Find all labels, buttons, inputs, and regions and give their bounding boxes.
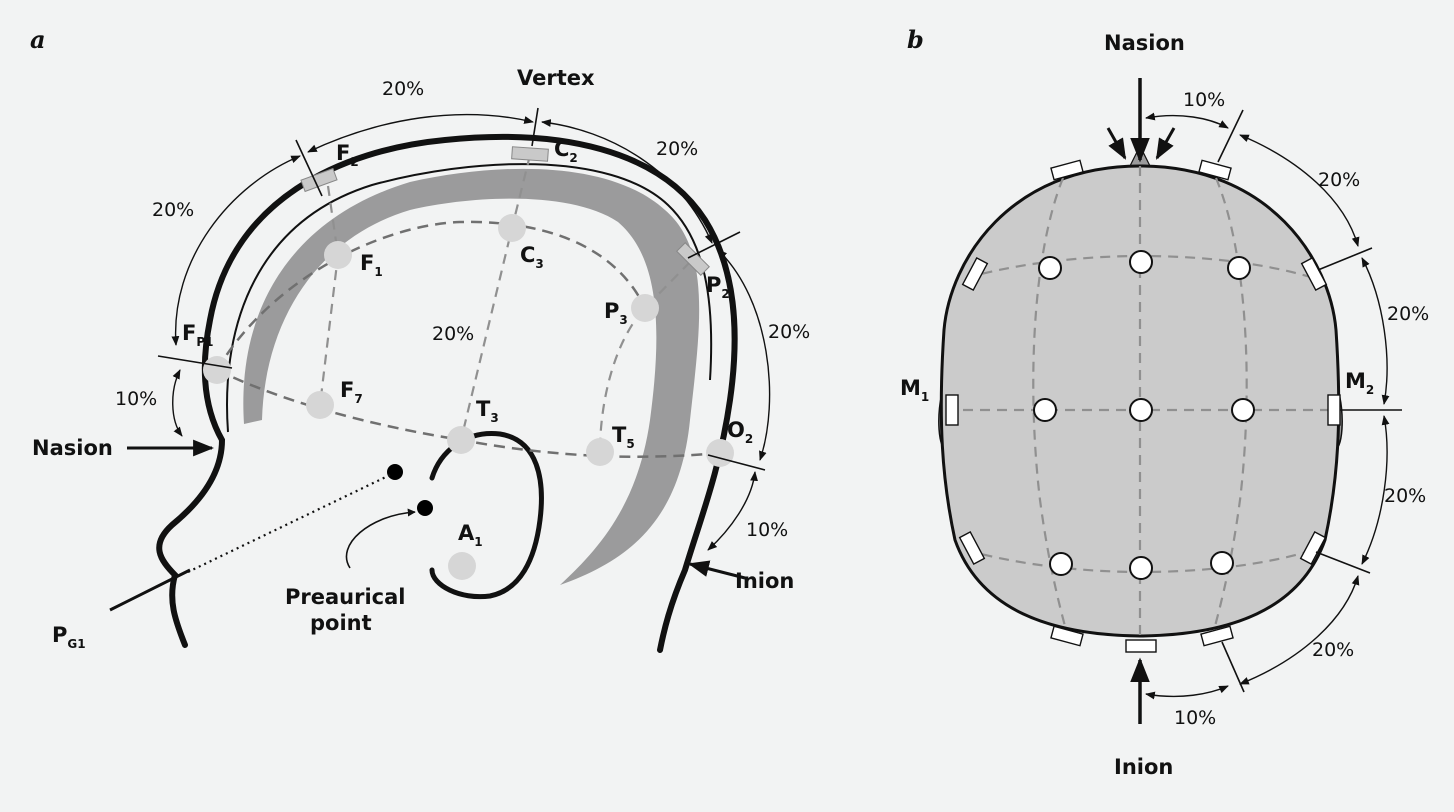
panel-b: b (900, 25, 1429, 779)
arc-nasion-fp1 (173, 370, 182, 436)
b-pct-bottom: 10% (1174, 707, 1216, 729)
b-tick-r1 (1318, 248, 1372, 270)
pct-c2-p2: 20% (656, 138, 698, 160)
b-pct-r2: 20% (1387, 303, 1429, 325)
b-electrode-back-right (1211, 552, 1233, 574)
electrode-t5 (586, 438, 614, 466)
b-pct-r1: 20% (1318, 169, 1360, 191)
b-electrode-mid-center (1130, 399, 1152, 421)
pct-o2-inion: 10% (746, 519, 788, 541)
label-nasion-b: Nasion (1104, 31, 1185, 55)
b-tick-top (1218, 110, 1243, 162)
nasion-arrow-b-left (1108, 128, 1125, 158)
b-electrode-back-left (1050, 553, 1072, 575)
label-inion-a: Inion (735, 569, 794, 593)
electrode-fp1 (203, 356, 231, 384)
label-a1: A1 (458, 521, 483, 549)
b-pct-r4: 20% (1312, 639, 1354, 661)
label-t3: T3 (476, 397, 499, 425)
b-electrode-back-mid (1130, 557, 1152, 579)
preauricular-dot-upper (387, 464, 403, 480)
electrode-c3 (498, 214, 526, 242)
b-pct-r3: 20% (1384, 485, 1426, 507)
b-electrode-mid-right (1232, 399, 1254, 421)
label-preauricular-2: point (310, 611, 372, 635)
label-nasion-a: Nasion (32, 436, 113, 460)
ear-outline (432, 434, 541, 597)
label-c3: C3 (520, 243, 544, 271)
pct-f2-c2: 20% (382, 78, 424, 100)
label-f1: F1 (360, 251, 383, 279)
electrode-f7 (306, 391, 334, 419)
label-o2: O2 (727, 418, 753, 446)
b-arc-top (1146, 116, 1228, 128)
electrode-a1 (448, 552, 476, 580)
pg1-dotted-line (188, 474, 392, 572)
electrode-c2-pad (512, 147, 549, 161)
b-pad-m2 (1328, 395, 1340, 425)
electrode-t3 (447, 426, 475, 454)
b-electrode-front-right (1228, 257, 1250, 279)
b-pad-m1 (946, 395, 958, 425)
label-pg1: PG1 (52, 623, 86, 651)
label-f7: F7 (340, 378, 363, 406)
pct-p2-o2: 20% (768, 321, 810, 343)
electrode-p3 (631, 294, 659, 322)
nasion-arrow-b-right (1157, 128, 1174, 158)
b-arc-bottom (1146, 686, 1228, 696)
label-m2: M2 (1345, 369, 1374, 397)
label-p3: P3 (604, 299, 628, 327)
b-pad-inion (1126, 640, 1156, 652)
panel-b-letter: b (907, 25, 924, 54)
label-t5: T5 (612, 423, 635, 451)
b-electrode-front-mid (1130, 251, 1152, 273)
b-tick-bottom (1222, 642, 1244, 692)
upper-dashed-arc (217, 222, 645, 370)
label-vertex: Vertex (517, 66, 595, 90)
preauricular-dot-lower (417, 500, 433, 516)
pct-fp1-f2: 20% (152, 199, 194, 221)
electrode-o2 (706, 439, 734, 467)
panel-a-letter: a (30, 25, 46, 54)
b-pct-top: 10% (1183, 89, 1225, 111)
preauricular-pointer (346, 512, 415, 568)
b-tick-r3 (1316, 552, 1370, 573)
panel-a: a (30, 25, 810, 651)
pct-vertical: 20% (432, 323, 474, 345)
b-electrode-mid-left (1034, 399, 1056, 421)
label-f2: F2 (336, 141, 359, 169)
pg1-pointer (110, 570, 190, 610)
pct-nasion-fp1: 10% (115, 388, 157, 410)
electrode-f1 (324, 241, 352, 269)
b-electrode-front-left (1039, 257, 1061, 279)
label-m1: M1 (900, 376, 929, 404)
label-preauricular-1: Preaurical (285, 585, 405, 609)
label-inion-b: Inion (1114, 755, 1173, 779)
